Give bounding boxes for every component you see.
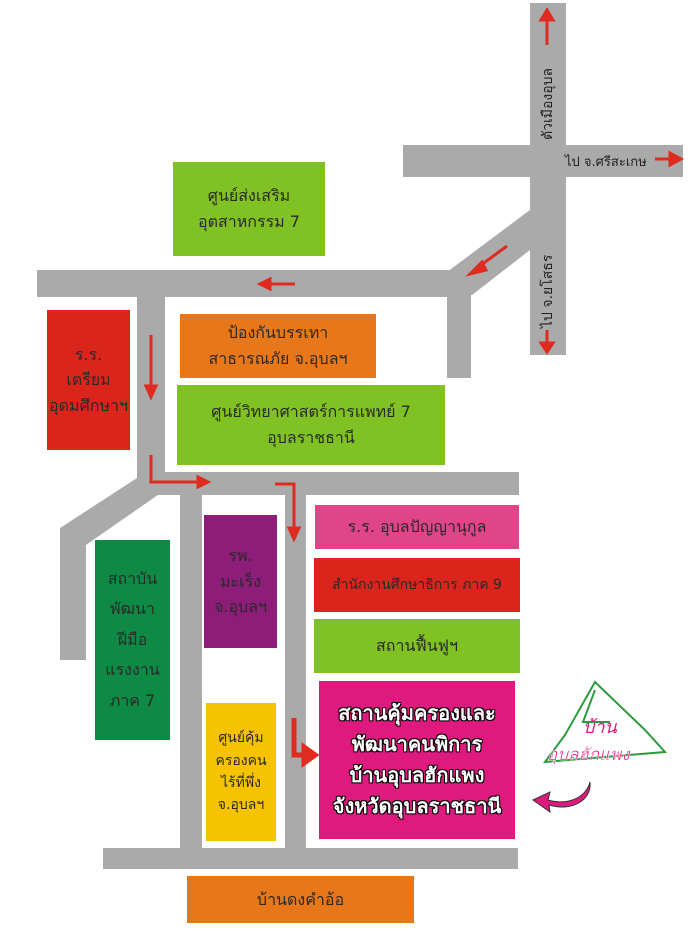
arrow-diagonal-icon — [465, 259, 489, 277]
place-cancer-hospital: รพ.มะเร็งจ.อุบลฯ — [204, 515, 277, 648]
arrow-north-icon — [538, 7, 556, 22]
pointer-arrow-icon — [532, 781, 591, 814]
road-inner-left — [180, 495, 202, 850]
place-promotion: ศูนย์ส่งเสริมอุตสาหกรรม 7 — [173, 162, 325, 256]
place-shelter: ศูนย์คุ้มครองคนไร้ที่พึ่งจ.อุบลฯ — [206, 703, 276, 841]
place-panyanukul: ร.ร. อุบลปัญญานุกูล — [315, 505, 519, 549]
road-east — [403, 145, 683, 177]
arrow-turn-icon — [196, 474, 212, 490]
arrow-down-icon — [143, 384, 159, 401]
logo-text-2: อุบลฮักแพง — [547, 745, 631, 765]
place-target: สถานคุ้มครองและพัฒนาคนพิการบ้านอุบลฮักแพ… — [319, 681, 515, 839]
arrow-turn2-icon — [286, 526, 302, 543]
road-bottom — [103, 848, 518, 869]
place-prep-school: ร.ร.เตรียมอุดมศึกษาฯ — [47, 310, 130, 450]
road-diagonal — [447, 210, 530, 295]
road-north — [530, 3, 566, 355]
place-rehab: สถานฟื้นฟูฯ — [314, 619, 520, 673]
logo-icon: บ้าน อุบลฮักแพง — [542, 680, 668, 765]
road-east-branch — [447, 290, 471, 378]
logo-text-1: บ้าน — [583, 717, 618, 738]
road-inner-right — [285, 495, 306, 850]
label-to-city: ตัวเมืองอุบล — [540, 67, 556, 140]
place-skill-institute: สถาบันพัฒนาฝีมือแรงงานภาค 7 — [95, 540, 170, 740]
place-edu-office: สำนักงานศึกษาธิการ ภาค 9 — [314, 558, 520, 612]
label-to-sisaket: ไป จ.ศรีสะเกษ — [565, 155, 647, 170]
place-disaster: ป้องกันบรรเทาสาธารณภัย จ.อุบลฯ — [180, 314, 376, 378]
road-sw-diagonal — [60, 478, 165, 660]
arrow-west-icon — [256, 276, 272, 292]
arrow-east-icon — [668, 150, 685, 168]
arrow-south-icon — [538, 341, 556, 355]
label-to-yasothon: ไป จ.ยโสธร — [540, 254, 556, 328]
road-main — [37, 270, 467, 297]
arrow-target-icon — [301, 742, 320, 768]
place-dongkham: บ้านดงคำอ้อ — [187, 876, 414, 923]
road-middle — [137, 472, 519, 495]
